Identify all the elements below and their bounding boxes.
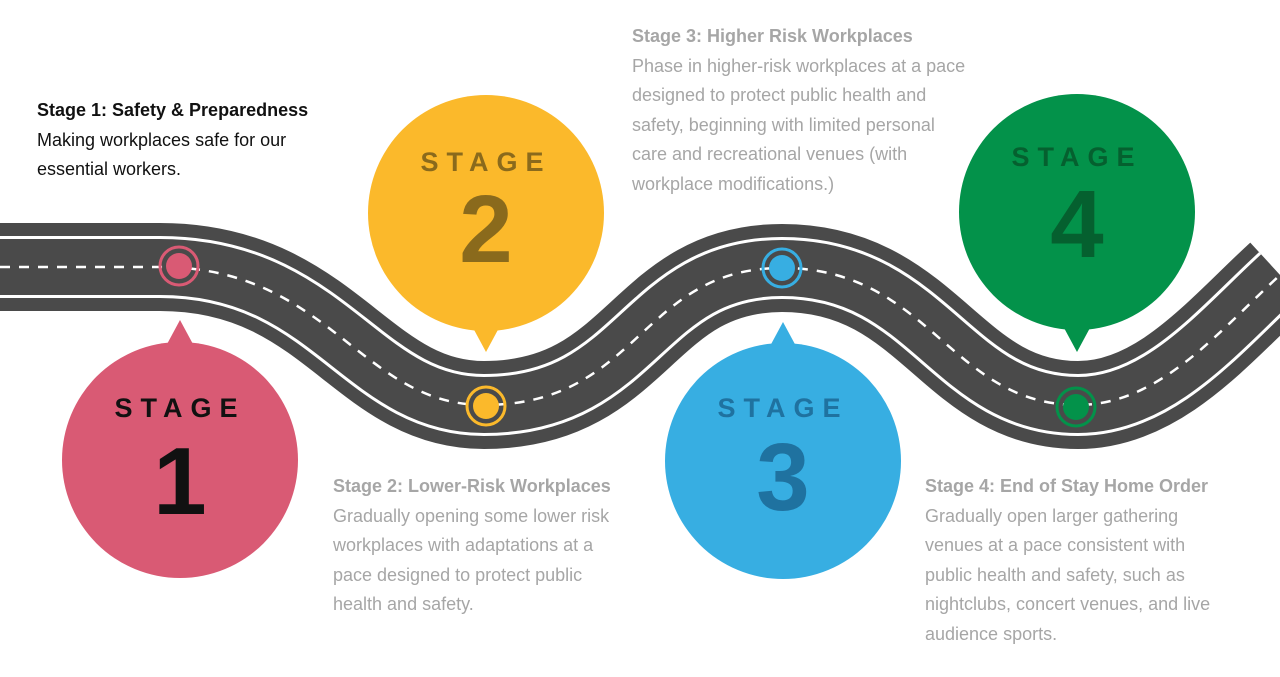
stage-3-title: Stage 3: Higher Risk Workplaces — [632, 26, 913, 46]
stage-2-number: 2 — [459, 176, 513, 283]
stage-2-description: Stage 2: Lower-Risk Workplaces Gradually… — [333, 472, 663, 620]
stage-3-text-line: workplace modifications.) — [632, 173, 835, 194]
stage-1-bubble — [62, 320, 298, 578]
stage-4-text-line: Gradually open larger gathering — [925, 505, 1179, 526]
stage-3-bubble — [665, 322, 901, 579]
stage-4-description: Stage 4: End of Stay Home Order Graduall… — [925, 472, 1270, 649]
stage-3-description: Stage 3: Higher Risk Workplaces Phase in… — [632, 22, 1032, 199]
stage-3-number: 3 — [756, 424, 810, 531]
stage-1-word: STAGE — [114, 393, 246, 423]
road-center-dashes — [0, 265, 1280, 407]
stage-3-text-line: care and recreational venues (with — [632, 144, 908, 164]
stage-4-bubble — [959, 94, 1195, 352]
stage-2-bubble — [368, 95, 604, 352]
stage-2-text-line: workplaces with adaptations at a — [333, 535, 594, 555]
stage-4-text-line: public health and safety, such as — [925, 564, 1185, 585]
stage-4-word: STAGE — [1011, 142, 1143, 172]
stage-2-bubble-label: STAGE 2 — [376, 147, 596, 278]
stage-3-bubble-label: STAGE 3 — [673, 393, 893, 526]
stage-2-text-line: pace designed to protect public — [333, 564, 583, 585]
stage-2-text-line: Gradually opening some lower risk — [333, 505, 610, 526]
stage-3-word: STAGE — [717, 393, 849, 423]
stage-3-text-line: Phase in higher-risk workplaces at a pac… — [632, 55, 966, 76]
stage-1-description: Stage 1: Safety & Preparedness Making wo… — [37, 96, 357, 185]
stage-2-text-line: health and safety. — [333, 594, 474, 614]
stage-1-title: Stage 1: Safety & Preparedness — [37, 100, 309, 120]
stage-4-bubble-label: STAGE 4 — [967, 142, 1187, 273]
stage-3-text-line: designed to protect public health and — [632, 85, 927, 105]
stage-4-number: 4 — [1050, 171, 1104, 278]
road — [0, 222, 1280, 451]
stage-4-marker — [1055, 386, 1097, 428]
stage-3-marker — [761, 247, 803, 289]
stage-4-text-line: venues at a pace consistent with — [925, 535, 1186, 555]
stage-1-bubble-label: STAGE 1 — [70, 393, 290, 530]
stage-2-word: STAGE — [420, 147, 552, 177]
stage-2-marker — [465, 385, 507, 427]
stage-4-title: Stage 4: End of Stay Home Order — [925, 476, 1209, 496]
stage-2-title: Stage 2: Lower-Risk Workplaces — [333, 476, 611, 496]
stage-1-text-line: essential workers. — [37, 159, 182, 179]
stage-1-number: 1 — [153, 428, 207, 535]
stage-4-text-line: audience sports. — [925, 623, 1058, 644]
stage-1-text-line: Making workplaces safe for our — [37, 129, 287, 150]
stage-4-text-line: nightclubs, concert venues, and live — [925, 594, 1211, 614]
stage-3-text-line: safety, beginning with limited personal — [632, 114, 935, 135]
stage-1-marker — [158, 245, 200, 287]
